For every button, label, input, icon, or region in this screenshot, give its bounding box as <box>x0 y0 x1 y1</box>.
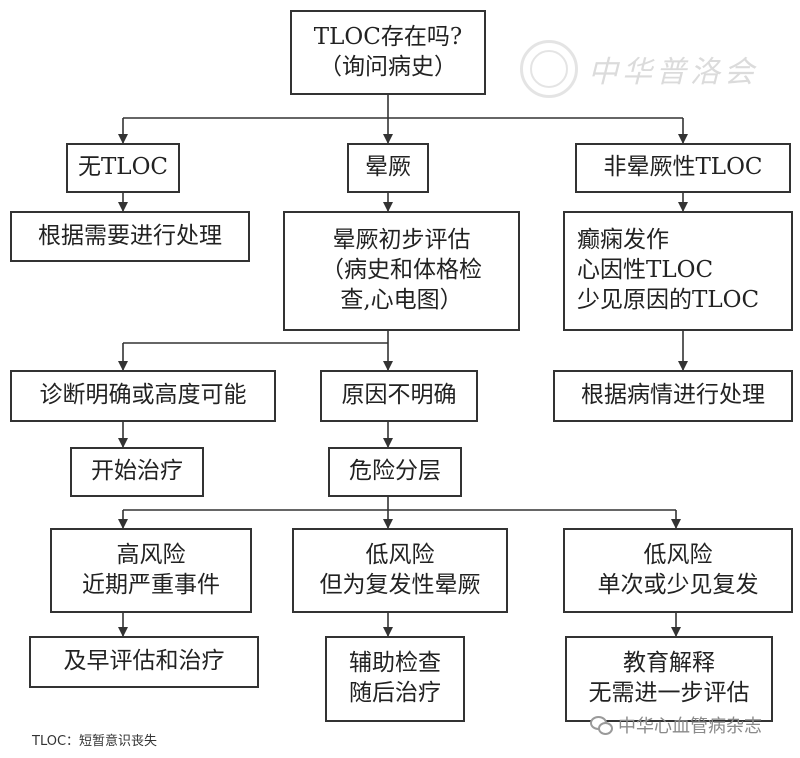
node-text-line: 危险分层 <box>349 458 441 485</box>
node-text-line: 辅助检查 <box>349 650 441 677</box>
node-text-line: 随后治疗 <box>349 680 441 706</box>
node-text-line: 心因性TLOC <box>577 257 714 284</box>
node-text-line: 低风险 <box>643 541 713 568</box>
node-text-line: 单次或少见复发 <box>597 571 759 598</box>
watermark-bottom-text: 中华心血管病杂志 <box>618 716 762 737</box>
node-low-risk-recurrent: 低风险但为复发性晕厥 <box>292 528 508 613</box>
node-text-line: 少见原因的TLOC <box>577 286 760 313</box>
node-text-line: 晕厥 <box>365 154 411 181</box>
node-text-line: 高风险 <box>116 541 186 568</box>
node-aux-tests: 辅助检查随后治疗 <box>325 636 465 722</box>
node-syncope: 晕厥 <box>347 143 429 193</box>
node-text-line: 近期严重事件 <box>82 571 220 598</box>
node-text-line: 诊断明确或高度可能 <box>39 382 247 409</box>
node-text-line: 晕厥初步评估 <box>332 227 471 254</box>
seal-icon <box>520 40 578 98</box>
node-text-line: （病史和体格检 <box>321 257 482 284</box>
node-high-risk: 高风险近期严重事件 <box>50 528 252 613</box>
node-text-line: TLOC存在吗? <box>313 23 463 50</box>
node-text-line: （询问病史） <box>319 53 457 80</box>
watermark-top-text: 中华普洛会 <box>588 55 758 90</box>
watermark-source: 中华心血管病杂志 <box>590 712 762 738</box>
node-text-line: 开始治疗 <box>91 458 183 485</box>
node-start: TLOC存在吗? （询问病史） <box>290 10 486 95</box>
node-text-line: 及早评估和治疗 <box>63 648 225 675</box>
node-text-line: 查,心电图） <box>340 286 463 313</box>
node-non-syncope: 非晕厥性TLOC <box>575 143 791 193</box>
node-no-tloc: 无TLOC <box>66 143 180 193</box>
node-text-line: 非晕厥性TLOC <box>603 154 763 181</box>
watermark-logo: 中华普洛会 <box>520 40 758 98</box>
node-text-line: 原因不明确 <box>341 382 457 409</box>
node-initial-eval: 晕厥初步评估 （病史和体格检查,心电图） <box>283 211 520 331</box>
node-text-line: 无TLOC <box>77 154 169 181</box>
node-text-line: 癫痫发作 <box>577 227 669 254</box>
node-diagnosis-clear: 诊断明确或高度可能 <box>10 370 276 422</box>
node-treat-as-needed: 根据需要进行处理 <box>10 211 250 262</box>
node-education: 教育解释无需进一步评估 <box>565 636 773 722</box>
node-early-eval: 及早评估和治疗 <box>29 636 259 688</box>
wechat-icon <box>590 716 613 735</box>
node-cause-unclear: 原因不明确 <box>320 370 478 422</box>
node-text-line: 无需进一步评估 <box>588 680 750 706</box>
footnote: TLOC：短暂意识丧失 <box>32 734 158 749</box>
node-text-line: 根据需要进行处理 <box>38 222 222 249</box>
node-risk-strat: 危险分层 <box>328 447 462 497</box>
node-text-line: 低风险 <box>365 541 435 568</box>
node-start-treatment: 开始治疗 <box>70 447 204 497</box>
node-text-line: 但为复发性晕厥 <box>319 571 481 598</box>
node-text-line: 教育解释 <box>623 650 715 677</box>
node-low-risk-single: 低风险单次或少见复发 <box>563 528 793 613</box>
node-text-line: 根据病情进行处理 <box>581 382 765 409</box>
node-treat-by-condition: 根据病情进行处理 <box>553 370 793 422</box>
